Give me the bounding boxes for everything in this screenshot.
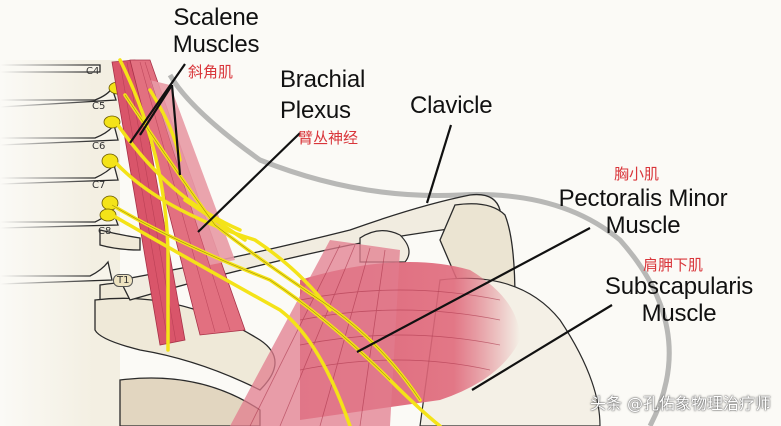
vertebra-label-c8: C8 xyxy=(98,226,112,237)
pectoralis-label-cn: 胸小肌 xyxy=(614,165,660,183)
pectoralis-label: Pectoralis Minor Muscle xyxy=(538,185,748,239)
vertebra-label-c4: C4 xyxy=(86,66,100,77)
leader-lines xyxy=(129,63,613,391)
subscapularis-label-line2: Muscle xyxy=(641,300,717,327)
pectoralis-label-line2: Muscle xyxy=(605,212,681,239)
clavicle-label: Clavicle xyxy=(410,92,493,119)
scalene-label: Scalene Muscles xyxy=(160,4,272,58)
brachial-plexus-label: Brachial Plexus xyxy=(280,66,380,124)
vertebra-label-c5: C5 xyxy=(92,101,106,112)
subscapularis-label: Subscapularis Muscle xyxy=(588,273,770,327)
pectoralis-label-line1: Pectoralis Minor xyxy=(558,185,728,212)
scalene-label-cn: 斜角肌 xyxy=(188,63,234,81)
body-contour xyxy=(167,73,672,426)
scalene-label-line1: Scalene xyxy=(173,4,259,31)
vertebra-label-c7: C7 xyxy=(92,180,106,191)
vertebra-label-t1: T1 xyxy=(113,274,134,287)
subscapularis-label-cn: 肩胛下肌 xyxy=(643,256,704,274)
brachial-plexus-label-line1: Brachial xyxy=(280,66,366,93)
brachial-plexus-label-line2: Plexus xyxy=(280,97,351,124)
pectoralis-muscle xyxy=(230,240,520,426)
subscapularis-label-line1: Subscapularis xyxy=(604,273,754,300)
brachial-plexus-label-cn: 臂丛神经 xyxy=(298,129,359,147)
watermark: 头条 @孔佑象物理治疗师 xyxy=(589,394,771,413)
clavicle-label-line1: Clavicle xyxy=(410,92,493,119)
vertebra-label-c6: C6 xyxy=(92,141,106,152)
scalene-label-line2: Muscles xyxy=(172,31,260,58)
